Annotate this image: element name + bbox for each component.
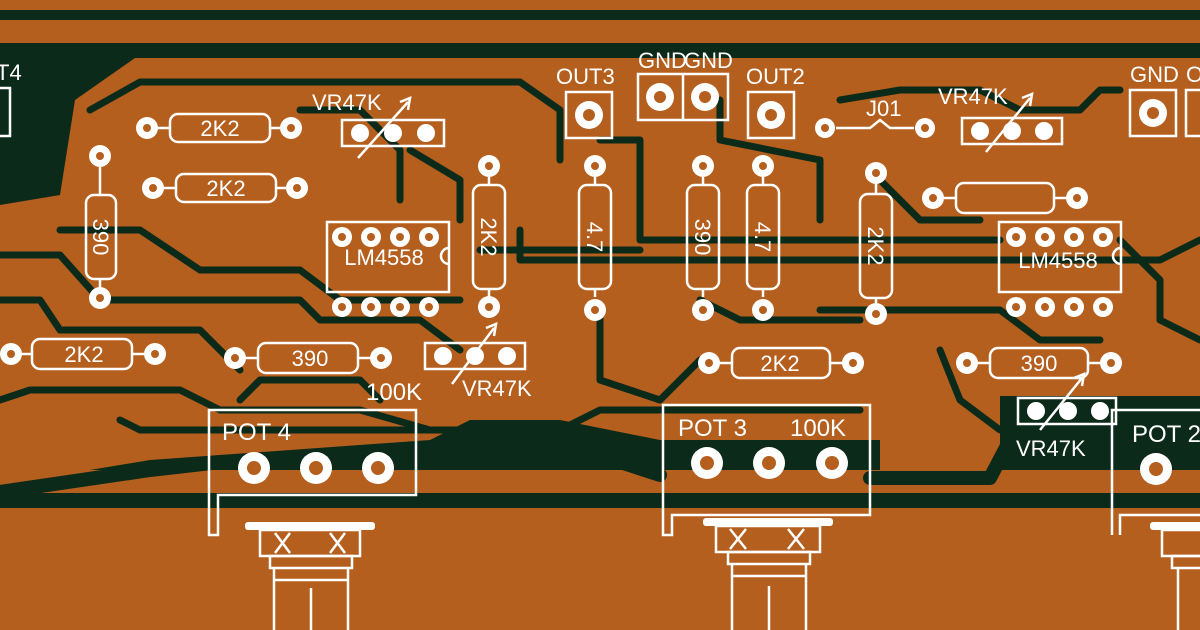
svg-text:2K2: 2K2	[200, 116, 239, 141]
svg-text:2K2: 2K2	[64, 342, 103, 367]
resistor-4p7-vertical-1: 4.7	[577, 155, 613, 321]
svg-text:4.7: 4.7	[750, 222, 775, 253]
trimmer-vr47k-top-right: VR47K	[938, 84, 1064, 153]
pot-3: POT 3 100K	[661, 403, 872, 630]
svg-text:POT 4: POT 4	[222, 419, 291, 446]
svg-text:2K2: 2K2	[206, 176, 245, 201]
label-out2: OUT2	[746, 64, 805, 89]
resistor-2k2-top2: 2K2	[142, 172, 308, 204]
label-gnd-2: GND	[684, 48, 733, 73]
connector-out4-fragment: T4	[0, 60, 22, 138]
svg-text:VR47K: VR47K	[312, 90, 382, 115]
resistor-390-vertical-left: 390	[84, 145, 118, 309]
resistor-2k2-top1: 2K2	[136, 112, 302, 144]
resistor-2k2-vertical-right: 2K2	[858, 162, 894, 325]
svg-text:VR47K: VR47K	[1016, 436, 1086, 461]
resistor-390-bottom-left: 390	[224, 341, 392, 375]
connector-out3: OUT3	[556, 64, 615, 140]
resistor-2k2-left: 2K2	[0, 337, 166, 371]
svg-text:390: 390	[88, 219, 113, 256]
svg-text:390: 390	[1021, 351, 1058, 376]
ic-lm4558-right: LM4558	[997, 220, 1123, 317]
svg-text:2K2: 2K2	[863, 226, 888, 265]
connector-gnd-pair: GND GND	[636, 48, 733, 122]
trimmer-vr47k-top-left: VR47K	[312, 90, 446, 159]
resistor-390-bottom-right: 390	[956, 346, 1122, 380]
svg-text:POT 2: POT 2	[1132, 421, 1200, 448]
svg-text:POT 3: POT 3	[678, 415, 747, 442]
resistor-2k2-bottom-mid: 2K2	[698, 346, 864, 380]
svg-text:VR47K: VR47K	[938, 84, 1008, 109]
svg-text:2K2: 2K2	[760, 351, 799, 376]
svg-text:390: 390	[690, 219, 715, 256]
label-j01: J01	[866, 96, 901, 121]
label-100k-left: 100K	[366, 379, 422, 406]
label-gnd-3: GND	[1130, 62, 1179, 87]
ic-lm4558-left: LM4558	[325, 220, 451, 317]
trimmer-vr47k-mid-left: VR47K	[423, 322, 532, 401]
svg-text:2K2: 2K2	[476, 217, 501, 256]
resistor-unlabeled-right	[922, 181, 1088, 215]
trimmer-vr47k-bottom-right: VR47K	[1016, 372, 1118, 461]
label-out4: T4	[0, 60, 22, 85]
connector-gnd-right: GND O	[1128, 62, 1200, 138]
jumper-j01: J01	[815, 96, 935, 138]
svg-text:LM4558: LM4558	[1018, 248, 1098, 273]
pot-2-fragment: POT 2	[1110, 408, 1200, 630]
pot-4: POT 4	[207, 408, 418, 630]
resistor-390-vertical-mid: 390	[685, 155, 721, 321]
svg-text:4.7: 4.7	[582, 222, 607, 253]
svg-text:100K: 100K	[790, 415, 846, 442]
svg-text:VR47K: VR47K	[462, 376, 532, 401]
label-out3: OUT3	[556, 64, 615, 89]
svg-text:390: 390	[292, 346, 329, 371]
label-out-fragment: O	[1186, 62, 1200, 87]
resistor-4p7-vertical-2: 4.7	[745, 155, 781, 321]
resistor-2k2-vertical-mid: 2K2	[471, 155, 507, 318]
svg-text:LM4558: LM4558	[344, 245, 424, 270]
connector-out2: OUT2	[746, 64, 805, 140]
label-gnd-1: GND	[638, 48, 687, 73]
